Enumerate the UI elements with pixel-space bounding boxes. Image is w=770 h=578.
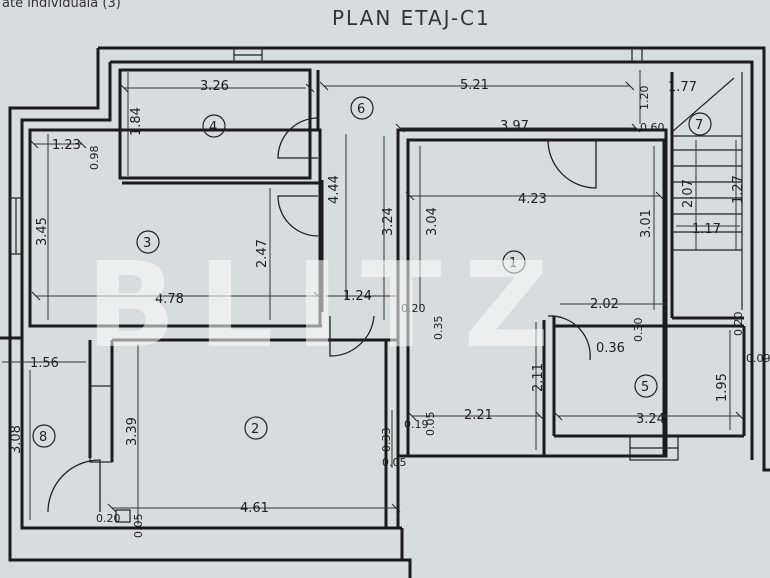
- dim-label: 1.24: [343, 289, 372, 304]
- dim-label: 3.08: [9, 425, 24, 454]
- room-marker-3: 3: [136, 230, 160, 254]
- watermark: BLITZ: [86, 236, 571, 374]
- dim-label: 1.27: [731, 175, 746, 204]
- room-marker-1: 1: [502, 250, 526, 274]
- dimension-ticks: [29, 81, 745, 513]
- room-number-2: 2: [251, 422, 259, 437]
- dim-label: 1.56: [30, 356, 59, 371]
- dim-label: 1.84: [129, 107, 144, 136]
- dim-label: 3.01: [639, 209, 654, 238]
- room-markers: 1 2 3 4 5 6 7 8: [32, 96, 712, 448]
- dim-label: 0.20: [732, 312, 745, 337]
- room-number-5: 5: [641, 380, 649, 395]
- dim-label: 0.20: [401, 302, 426, 315]
- dim-label: 3.39: [125, 417, 140, 446]
- dimension-labels: 3.26 5.21 1.77 3.97 0.60 1.23 4.23 1.17 …: [9, 78, 770, 538]
- dim-label: 3.97: [500, 119, 529, 134]
- dim-label: 1.17: [692, 222, 721, 237]
- header-fragment: ate individuala (3): [2, 0, 121, 11]
- room-marker-8: 8: [32, 424, 56, 448]
- room-number-3: 3: [143, 236, 151, 251]
- room-marker-7: 7: [688, 112, 712, 136]
- door-swings: [47, 117, 597, 523]
- dim-label: 1.95: [715, 373, 730, 402]
- dim-label: 4.23: [518, 192, 547, 207]
- dim-label: 4.44: [327, 175, 342, 204]
- room-marker-2: 2: [244, 416, 268, 440]
- dim-label: 3.04: [425, 207, 440, 236]
- room-marker-5: 5: [634, 374, 658, 398]
- dim-label: 1.20: [638, 86, 651, 111]
- dim-label: 0.19: [404, 418, 429, 431]
- dim-label: 3.24: [636, 412, 665, 427]
- dim-label: 2.21: [464, 408, 493, 423]
- dim-label: 4.78: [155, 292, 184, 307]
- dim-label: 3.45: [35, 217, 50, 246]
- dim-label: 0.35: [432, 316, 445, 341]
- dim-label: 3.26: [200, 79, 229, 94]
- dim-label: 2.11: [531, 363, 546, 392]
- dim-label: 0.98: [88, 146, 101, 171]
- dim-label: 0.33: [380, 428, 393, 453]
- dim-label: 2.02: [590, 297, 619, 312]
- dim-label: 0.09: [746, 352, 770, 365]
- staircase: [671, 72, 743, 310]
- dim-label: 4.61: [240, 501, 269, 516]
- dim-label: 0.60: [640, 121, 665, 134]
- windows: [9, 47, 679, 463]
- dim-label: 3.24: [381, 207, 396, 236]
- dim-label: 2.47: [255, 239, 270, 268]
- dim-label: 0.20: [96, 512, 121, 525]
- outer-walls: [0, 46, 770, 578]
- room-marker-4: 4: [202, 114, 226, 138]
- plan-title: PLAN ETAJ-C1: [332, 6, 491, 30]
- room-number-8: 8: [39, 430, 47, 445]
- room-number-4: 4: [209, 120, 217, 135]
- dim-label: 0.05: [132, 514, 145, 539]
- dim-label: 2.07: [681, 179, 696, 208]
- dim-label: 1.77: [668, 80, 697, 95]
- dimension-lines: [2, 70, 740, 524]
- room-number-6: 6: [357, 102, 365, 117]
- dim-label: 0.36: [596, 341, 625, 356]
- dim-label: 0.05: [382, 456, 407, 469]
- dim-label: 0.05: [424, 412, 437, 437]
- dim-label: 5.21: [460, 78, 489, 93]
- dim-label: 1.23: [52, 138, 81, 153]
- room-marker-6: 6: [350, 96, 374, 120]
- room-number-7: 7: [695, 118, 703, 133]
- room-number-1: 1: [509, 256, 517, 271]
- dim-label: 0.30: [632, 318, 645, 343]
